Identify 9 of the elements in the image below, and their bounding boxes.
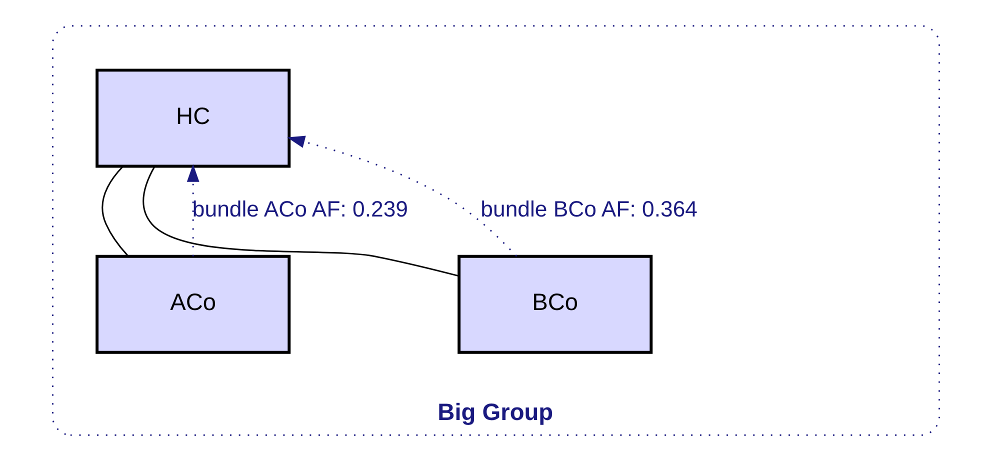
connector (142, 166, 458, 277)
node-box: ACo (95, 254, 290, 354)
edge-label: bundle ACo AF: 0.239 (192, 196, 408, 222)
node-box: BCo (457, 254, 652, 354)
edge-label: bundle BCo AF: 0.364 (480, 196, 697, 222)
arrow (186, 164, 199, 256)
arrow (286, 136, 517, 257)
connector (101, 166, 128, 256)
node-box: HC (95, 68, 290, 168)
